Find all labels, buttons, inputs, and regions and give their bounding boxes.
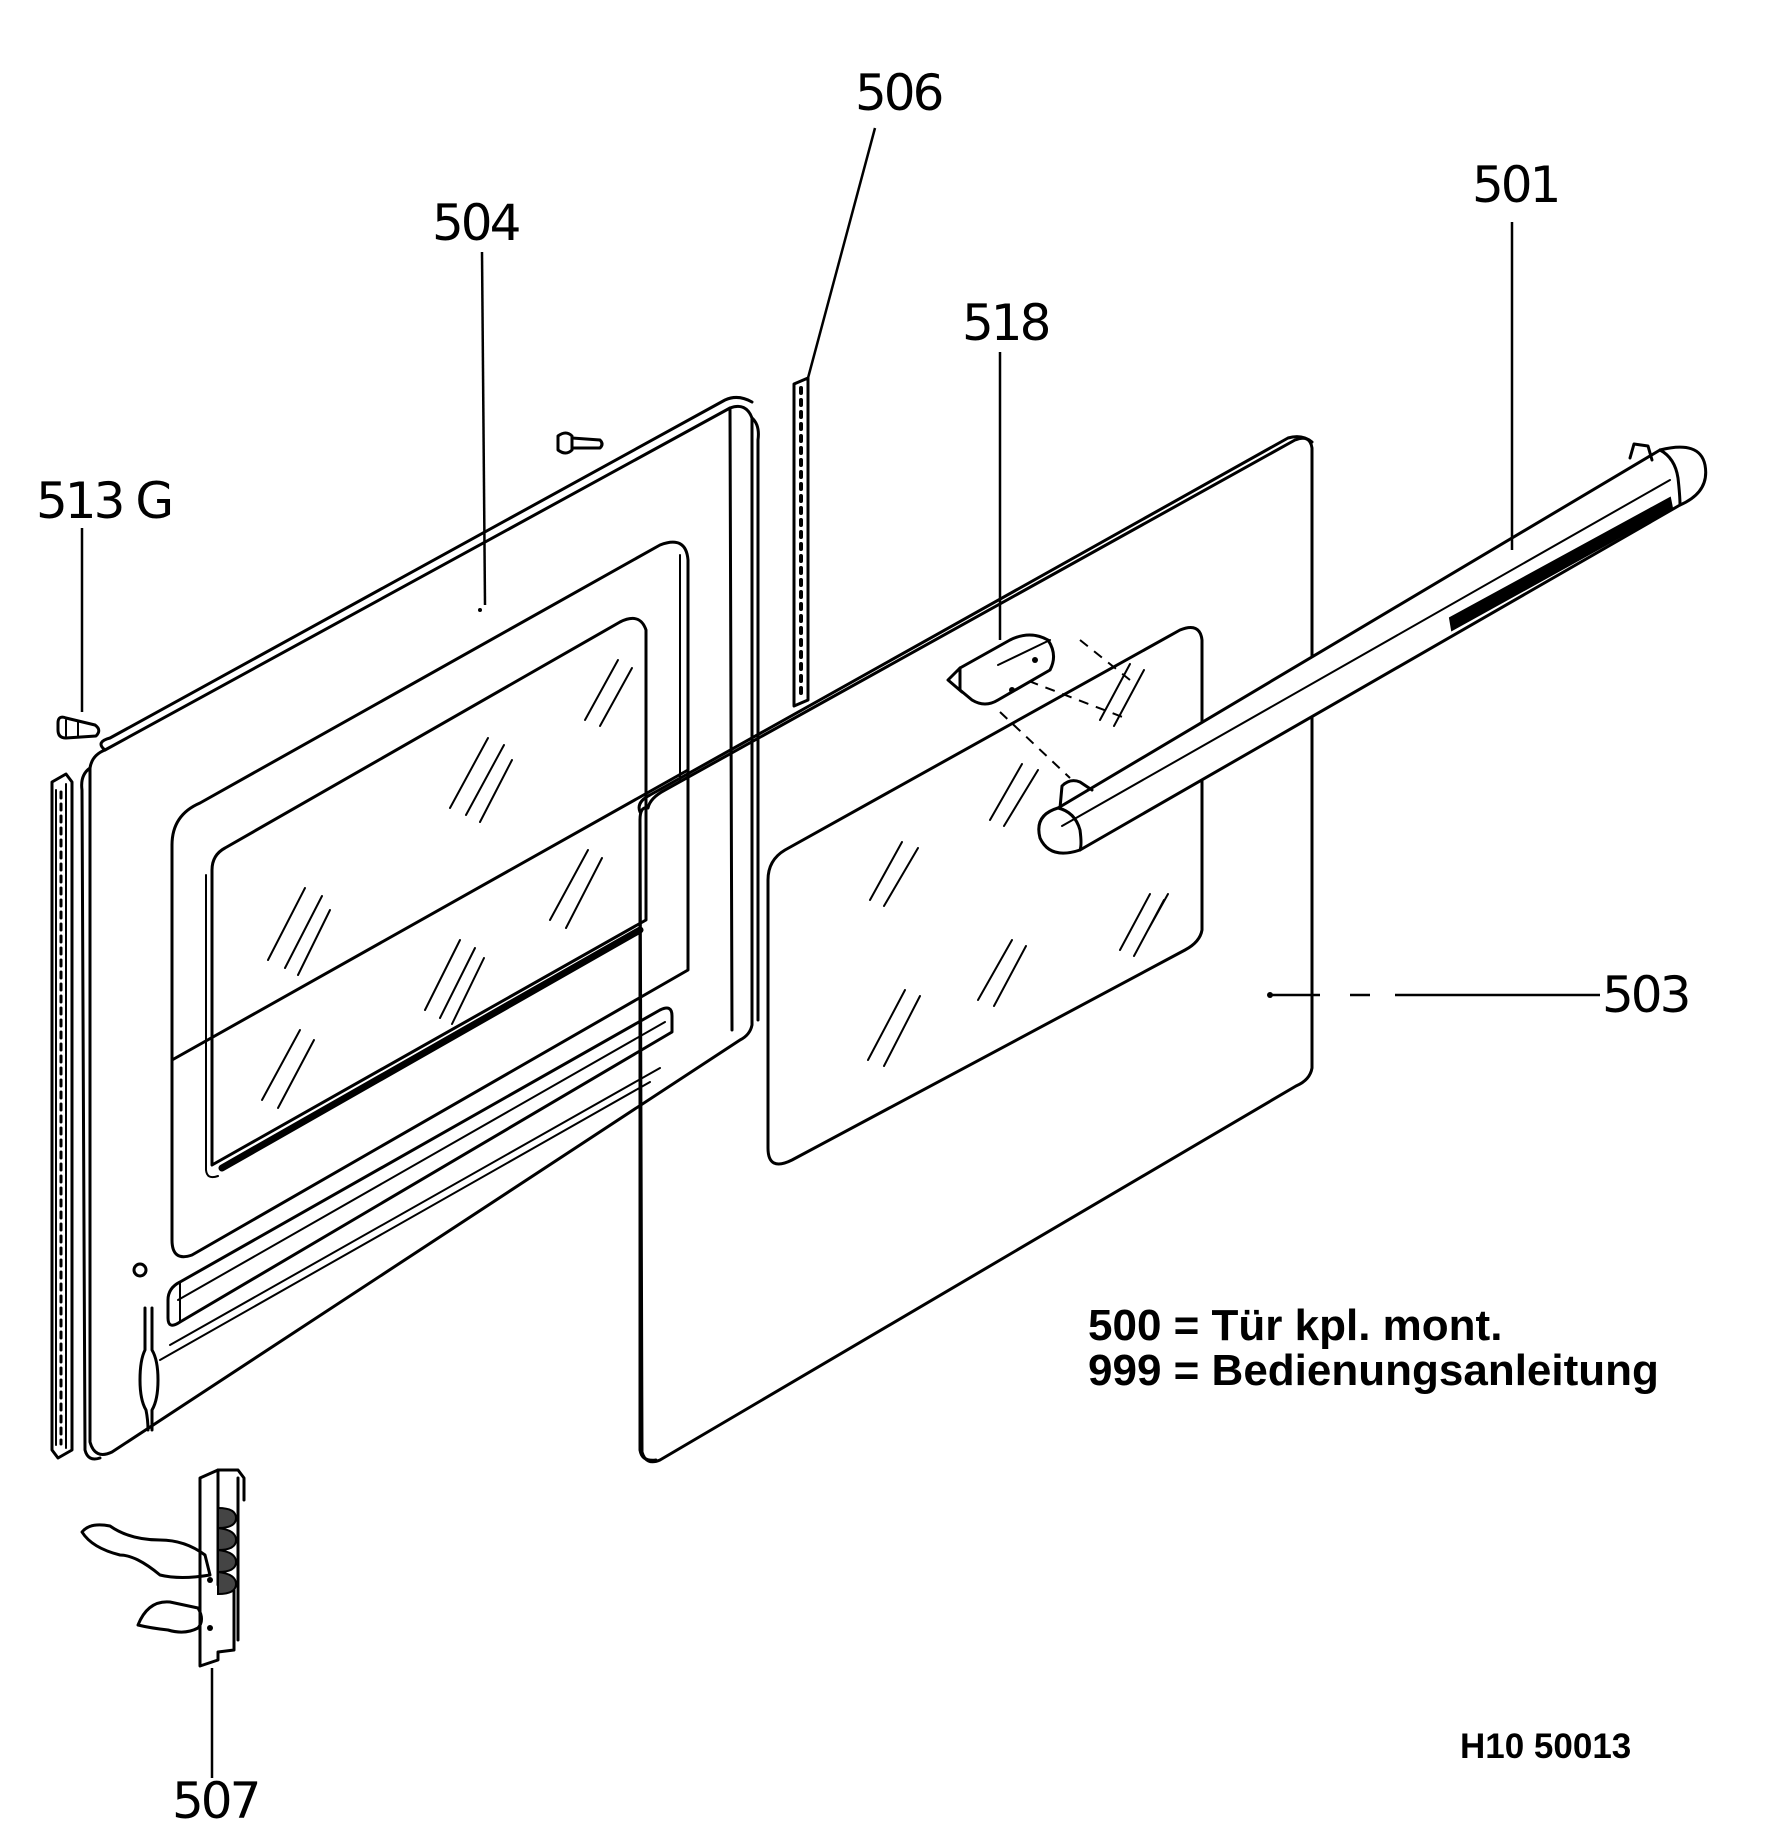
leader-lines [80, 127, 1600, 1778]
door-handle-501 [1037, 442, 1708, 855]
door-screw [556, 431, 604, 455]
leader-506 [806, 127, 877, 379]
part-label-504: 504 [432, 194, 519, 252]
door-hinge-507 [80, 1468, 246, 1668]
leader-504 [480, 251, 487, 606]
seal-strip-506 [792, 376, 810, 708]
outer-glass-panel-503 [637, 435, 1314, 1464]
part-label-503: 503 [1602, 966, 1688, 1024]
part-label-506: 506 [855, 64, 942, 122]
part-label-518: 518 [962, 294, 1049, 352]
part-label-501: 501 [1472, 156, 1558, 214]
legend-line-1: 500 = Tür kpl. mont. [1088, 1301, 1502, 1350]
inner-door-panel-504 [80, 395, 760, 1461]
handle-bracket-518 [946, 633, 1055, 706]
part-label-513g: 513 G [36, 472, 171, 530]
part-label-507: 507 [172, 1772, 258, 1821]
legend-line-2: 999 = Bedienungsanleitung [1088, 1346, 1659, 1395]
drawing-reference: H10 50013 [1460, 1727, 1631, 1766]
door-gasket-513g [50, 715, 101, 1460]
